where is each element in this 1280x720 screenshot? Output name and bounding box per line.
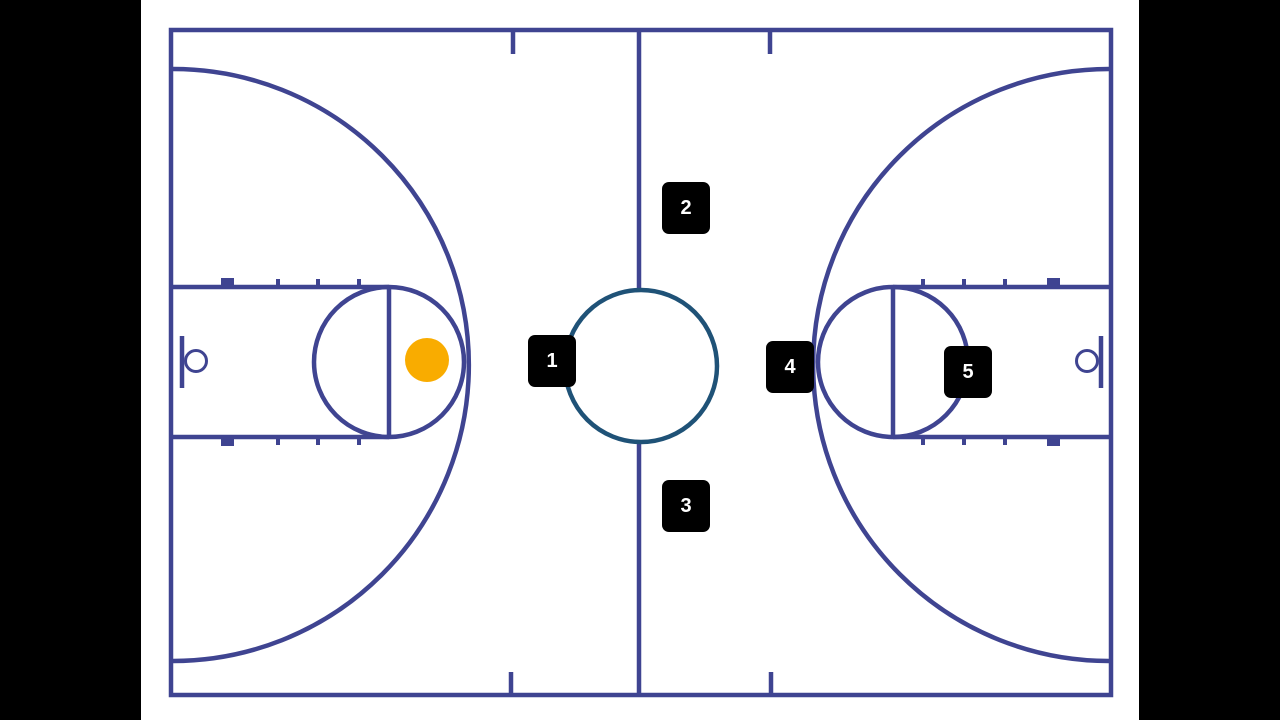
player-marker-3[interactable]: 3	[662, 480, 710, 532]
lane-hash-mark	[316, 279, 320, 287]
lane-hash-mark	[962, 437, 966, 445]
lane-block-mark	[221, 278, 234, 287]
lane-block-mark	[221, 437, 234, 446]
lane-block-mark	[1047, 278, 1060, 287]
free-throw-circle-left	[311, 284, 467, 440]
player-number: 5	[962, 360, 974, 383]
lane-hash-mark	[276, 279, 280, 287]
lane-hash-mark	[1003, 279, 1007, 287]
lane-hash-mark	[357, 279, 361, 287]
player-marker-4[interactable]: 4	[766, 341, 814, 393]
hoop-right	[1075, 349, 1099, 373]
lane-hash-mark	[276, 437, 280, 445]
player-number: 1	[546, 349, 558, 372]
lane-block-mark	[1047, 437, 1060, 446]
lane-hash-mark	[1003, 437, 1007, 445]
player-number: 3	[680, 494, 692, 517]
player-number: 4	[784, 355, 796, 378]
player-marker-1[interactable]: 1	[528, 335, 576, 387]
lane-hash-mark	[357, 437, 361, 445]
lane-hash-mark	[921, 437, 925, 445]
lane-hash-mark	[962, 279, 966, 287]
player-marker-2[interactable]: 2	[662, 182, 710, 234]
player-number: 2	[680, 196, 692, 219]
three-point-arc-left	[172, 66, 472, 664]
lane-hash-mark	[921, 279, 925, 287]
hoop-left	[184, 349, 208, 373]
lane-hash-mark	[316, 437, 320, 445]
center-circle	[562, 287, 720, 445]
player-marker-5[interactable]: 5	[944, 346, 992, 398]
basketball[interactable]	[405, 338, 449, 382]
